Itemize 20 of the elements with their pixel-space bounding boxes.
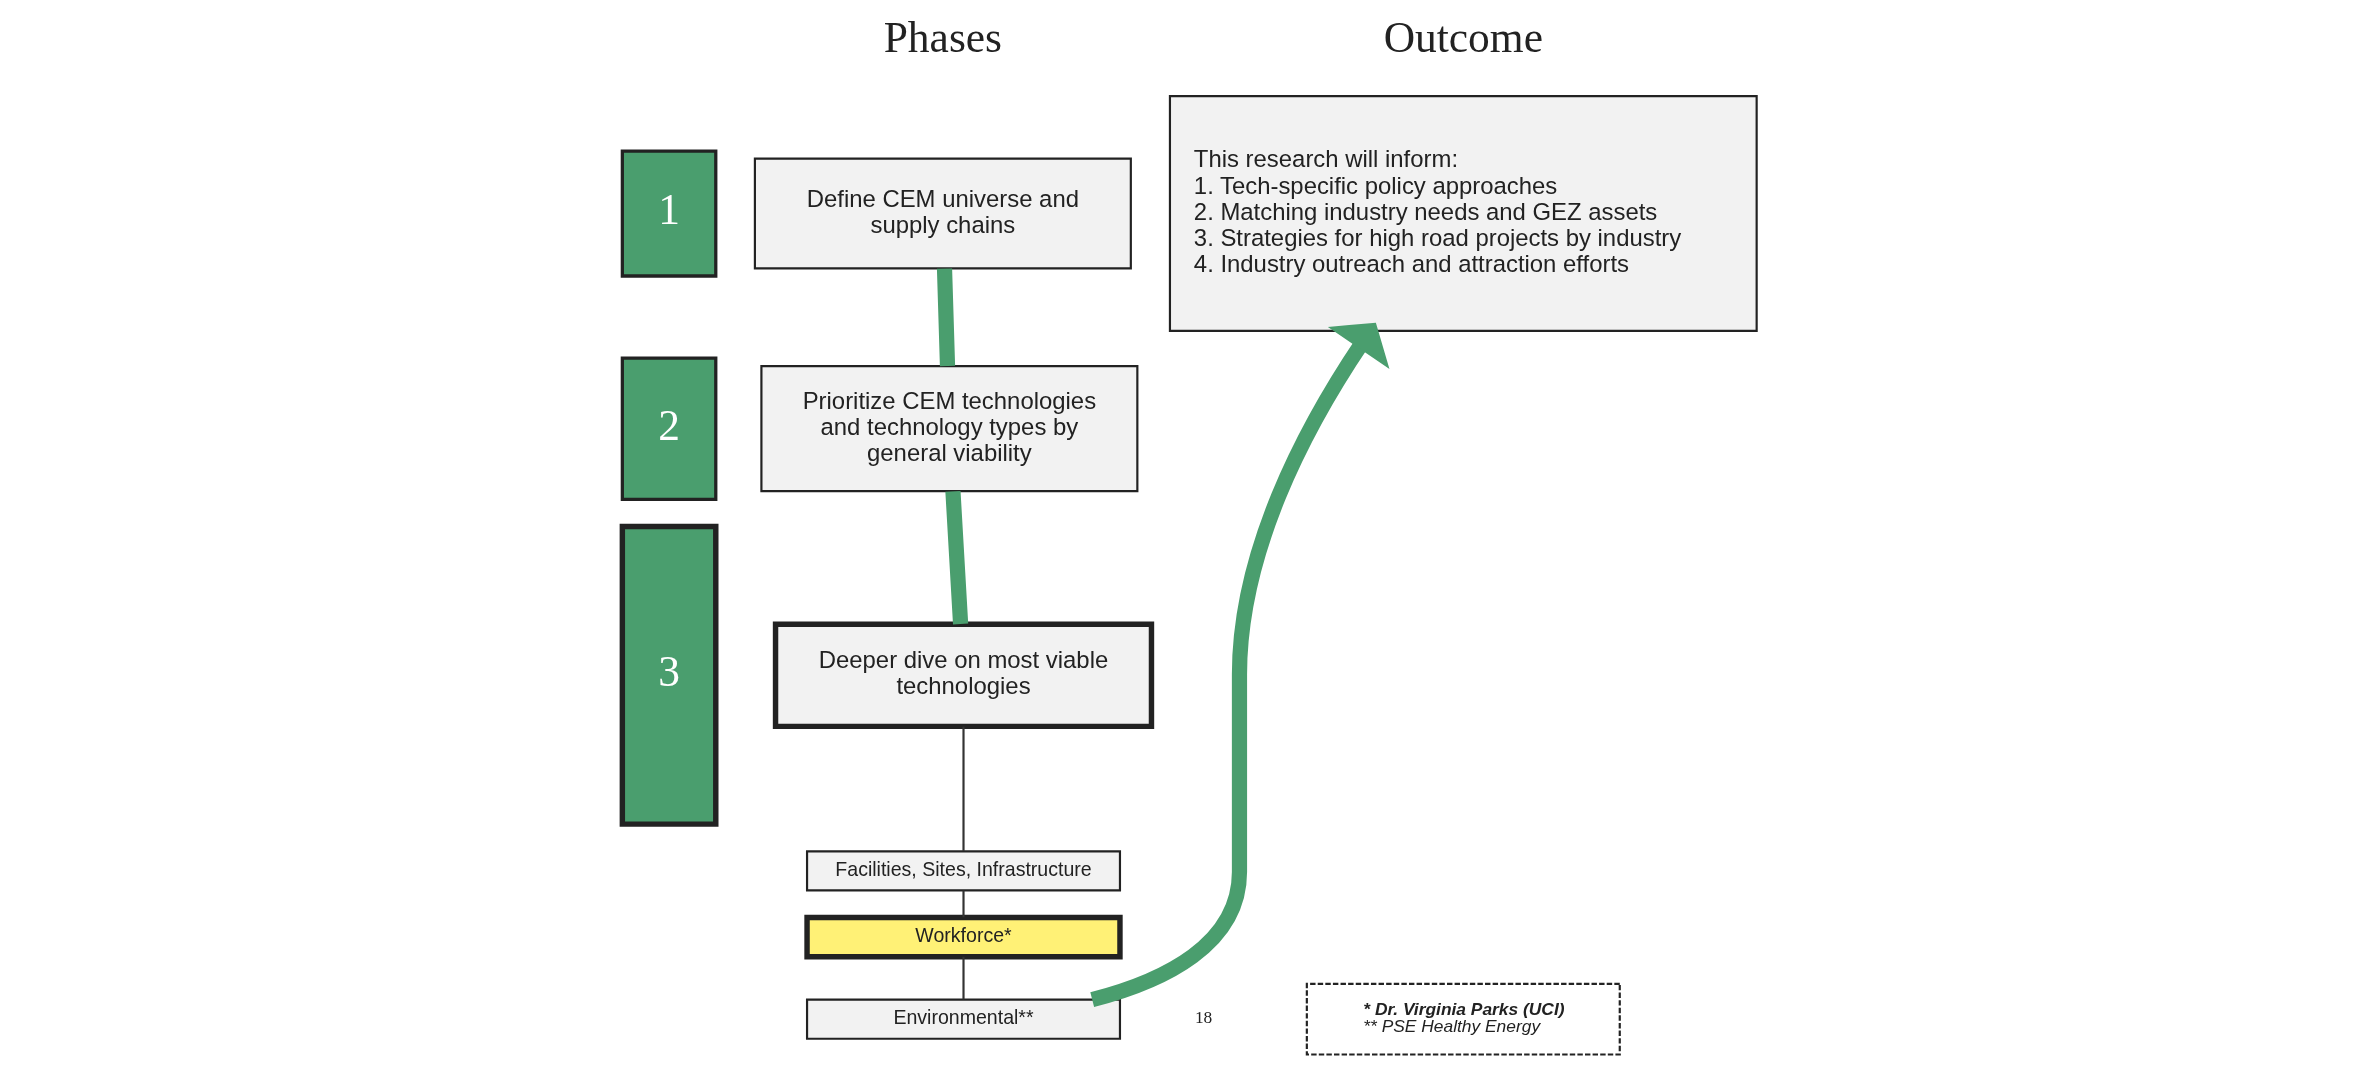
- label: Outcome: [1383, 12, 1543, 61]
- node-box: * Dr. Virginia Parks (UCI) ** PSE Healthy Energy: [1305, 982, 1621, 1056]
- node-box: Environmental**: [805, 998, 1122, 1040]
- node-box: Define CEM universe and supply chains: [753, 157, 1132, 270]
- node-box: Prioritize CEM technologies and technology types by general viability: [760, 365, 1139, 493]
- connector: [962, 726, 965, 852]
- node-box: Deeper dive on most viable technologies: [772, 621, 1155, 730]
- arrow: [1090, 322, 1390, 1007]
- node-box: 2: [620, 356, 718, 501]
- label: Phases: [883, 12, 1003, 61]
- node-box: 3: [619, 523, 719, 827]
- node-box: Workforce*: [804, 914, 1123, 960]
- node-box: 1: [620, 149, 718, 278]
- node-box: Facilities, Sites, Infrastructure: [805, 850, 1122, 892]
- node-box: This research will inform: 1. Tech-specific policy approaches 2. Matching industry needs and GEZ assets 3. Strategies for high road projects by industry 4. Industry outreach and attraction efforts: [1168, 95, 1758, 332]
- connector: [962, 956, 965, 1000]
- label: 18: [1194, 1008, 1213, 1028]
- connector: [936, 268, 956, 367]
- connector: [962, 890, 965, 918]
- connector: [945, 491, 969, 625]
